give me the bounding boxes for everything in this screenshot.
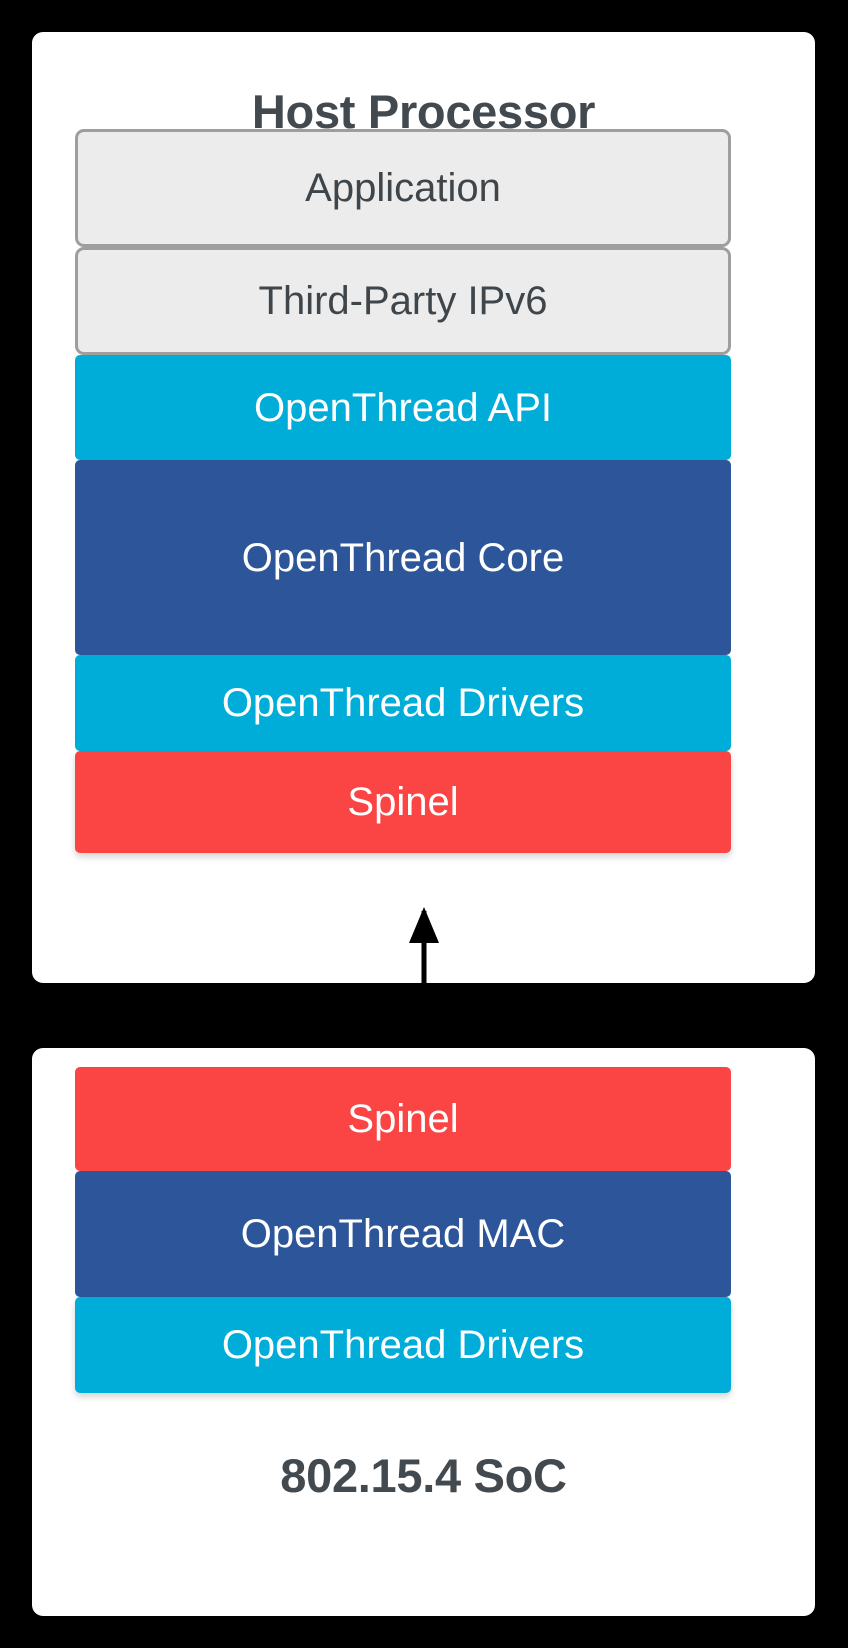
layer-spinel-soc-label: Spinel bbox=[347, 1097, 459, 1141]
layer-third-party-ipv6-label: Third-Party IPv6 bbox=[258, 279, 548, 323]
layer-spinel-soc: Spinel bbox=[75, 1067, 731, 1171]
layer-openthread-mac-label: OpenThread MAC bbox=[240, 1212, 566, 1256]
layer-openthread-drivers-soc-label: OpenThread Drivers bbox=[221, 1323, 585, 1367]
layer-openthread-mac: OpenThread MAC bbox=[75, 1171, 731, 1297]
layer-openthread-core: OpenThread Core bbox=[75, 460, 731, 655]
layer-application-label: Application bbox=[305, 166, 501, 210]
layer-openthread-core-label: OpenThread Core bbox=[241, 535, 565, 580]
layer-openthread-api-label: OpenThread API bbox=[254, 385, 552, 430]
layer-spinel-host: Spinel bbox=[75, 751, 731, 853]
layer-spinel-host-label: Spinel bbox=[347, 780, 459, 824]
layer-openthread-drivers-soc: OpenThread Drivers bbox=[75, 1297, 731, 1393]
soc-layer-stack: Spinel OpenThread MAC OpenThread Drivers bbox=[75, 1067, 731, 1393]
soc-title: 802.15.4 SoC bbox=[280, 1449, 567, 1502]
soc-card: Spinel OpenThread MAC OpenThread Drivers… bbox=[32, 1048, 815, 1616]
layer-openthread-api: OpenThread API bbox=[75, 355, 731, 460]
layer-openthread-drivers-host-label: OpenThread Drivers bbox=[221, 681, 585, 725]
card-separator-band bbox=[0, 983, 848, 1048]
host-processor-card: Host Processor Application Third-Party I… bbox=[32, 32, 815, 983]
layer-application: Application bbox=[75, 129, 731, 247]
layer-third-party-ipv6: Third-Party IPv6 bbox=[75, 247, 731, 355]
layer-openthread-drivers-host: OpenThread Drivers bbox=[75, 655, 731, 751]
host-processor-title: Host Processor bbox=[251, 85, 596, 138]
host-processor-layer-stack: Application Third-Party IPv6 OpenThread … bbox=[75, 129, 731, 853]
